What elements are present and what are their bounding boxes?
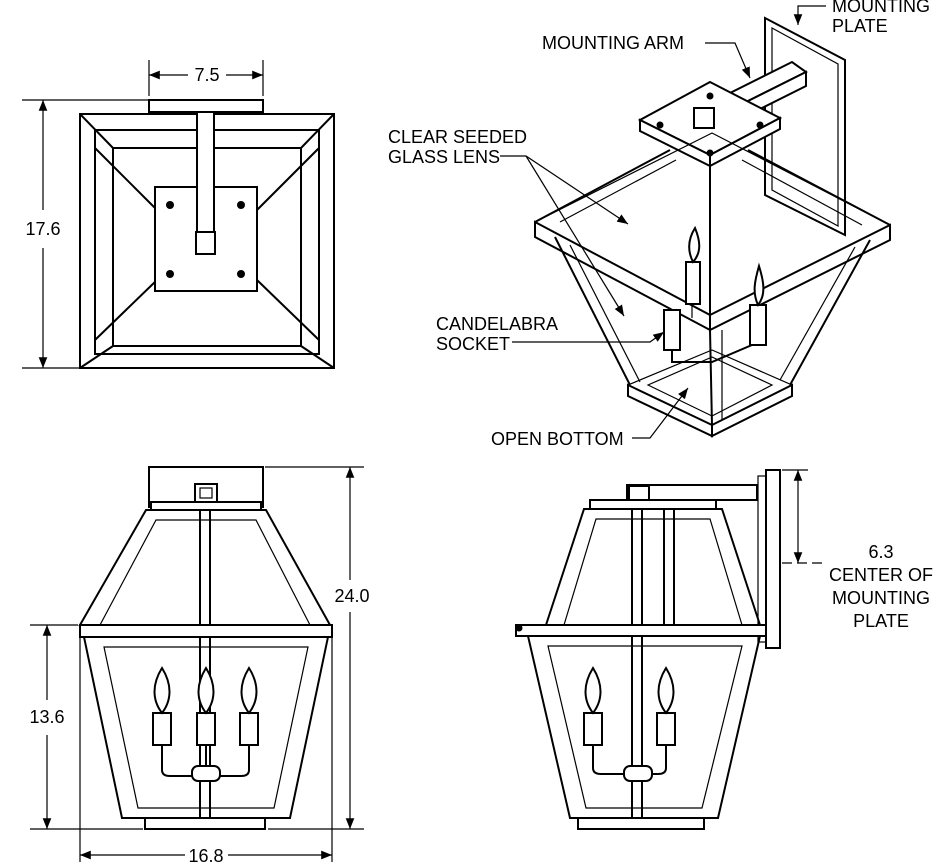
callout-mounting-plate-1: MOUNTING [832,0,930,16]
dim-top-width: 7.5 [148,60,264,96]
dim-body-height: 13.6 [29,624,143,830]
top-view [79,99,335,369]
dim-label-mount-center-1: CENTER OF [829,565,933,585]
dim-label-overall-width: 16.8 [188,846,223,865]
callout-mounting-arm: MOUNTING ARM [542,33,684,53]
side-view [515,469,781,830]
callout-candelabra-2: SOCKET [436,334,510,354]
dim-mount-center: 6.3 CENTER OF MOUNTING PLATE [782,469,933,631]
dim-label-mount-center: 6.3 [868,542,893,562]
isometric-view [533,16,892,438]
callouts: MOUNTING PLATE MOUNTING ARM CLEAR SEEDED… [388,0,930,449]
callout-glass-lens-1: CLEAR SEEDED [388,127,527,147]
dim-label-top-width: 7.5 [194,65,219,85]
dim-label-body-height: 13.6 [29,707,64,727]
callout-open-bottom: OPEN BOTTOM [491,429,624,449]
dim-top-depth: 17.6 [22,99,148,369]
side-candles [583,666,676,782]
front-view [78,466,333,830]
dim-label-mount-center-3: PLATE [853,611,909,631]
dim-label-mount-center-2: MOUNTING [832,588,930,608]
callout-glass-lens-2: GLASS LENS [388,147,500,167]
callout-mounting-plate-2: PLATE [832,16,888,36]
dim-overall-height: 24.0 [265,466,370,830]
dim-label-top-depth: 17.6 [25,219,60,239]
callout-candelabra-1: CANDELABRA [436,314,558,334]
front-candles [152,666,259,782]
dim-label-overall-height: 24.0 [334,586,369,606]
dim-overall-width: 16.8 [79,637,333,865]
